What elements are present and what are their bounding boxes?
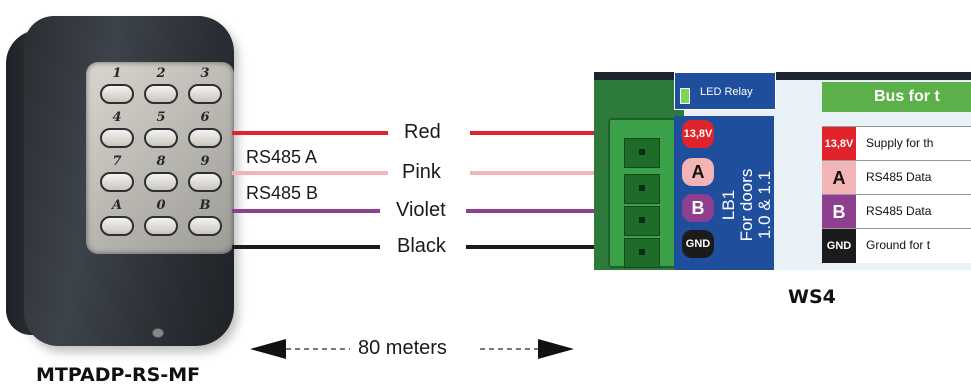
table-row: 13,8V Supply for th: [822, 126, 971, 161]
key-number-label: 5: [156, 110, 166, 125]
keypad-key[interactable]: [144, 216, 178, 236]
row-text: RS485 Data: [866, 170, 932, 184]
device-title: MTPADP-RS-MF: [36, 364, 201, 386]
connector-pin: [624, 174, 660, 204]
keypad-key[interactable]: [100, 84, 134, 104]
wire-label-violet: Violet: [396, 199, 446, 221]
doors-value: 1.0 & 1.1: [755, 170, 774, 240]
key-number-label: 4: [112, 110, 122, 125]
keypad-key[interactable]: [188, 216, 222, 236]
screw-icon: [152, 328, 164, 338]
row-text: Ground for t: [866, 238, 931, 252]
arrow-left-icon: [250, 339, 286, 359]
keypad-key[interactable]: [188, 84, 222, 104]
keypad-key[interactable]: [144, 128, 178, 148]
lb1-label-group: LB1 For doors 1.0 & 1.1: [719, 130, 774, 270]
key-number-label: 3: [200, 66, 210, 81]
pcb-top-strip: [594, 72, 971, 80]
signal-label-b: RS485 B: [246, 183, 319, 203]
table-row: B RS485 Data: [822, 194, 971, 229]
key-number-label: 8: [156, 154, 166, 169]
bus-table-title: Bus for t: [822, 82, 971, 112]
lb1-box: LB1 For doors 1.0 & 1.1: [719, 116, 774, 266]
terminal-badge-a: A: [682, 158, 714, 186]
row-text: Supply for th: [866, 136, 934, 150]
arrow-right-icon: [538, 339, 574, 359]
row-badge-gnd: GND: [822, 229, 856, 263]
table-row: A RS485 Data: [822, 160, 971, 195]
board-title: WS4: [788, 286, 836, 308]
keypad-key[interactable]: [100, 172, 134, 192]
key-number-label: 0: [156, 198, 166, 213]
connector-pin: [624, 138, 660, 168]
key-number-label: 6: [200, 110, 210, 125]
keypad-key[interactable]: [100, 216, 134, 236]
terminal-badge-gnd: GND: [682, 230, 714, 258]
bus-table: Bus for t 13,8V Supply for th A RS485 Da…: [822, 82, 971, 268]
terminal-connector: [608, 118, 678, 268]
connector-pin: [624, 238, 660, 268]
keypad-key[interactable]: [144, 84, 178, 104]
relay-label: LED Relay: [700, 86, 753, 98]
keypad-key[interactable]: [188, 128, 222, 148]
doors-label: For doors: [737, 168, 756, 242]
connector-name: LB1: [719, 189, 738, 221]
connector-pin: [624, 206, 660, 236]
keypad-key[interactable]: [100, 128, 134, 148]
row-badge-b: B: [822, 195, 856, 229]
terminal-badge-b: B: [682, 194, 714, 222]
key-number-label: 2: [156, 66, 166, 81]
keypad-key[interactable]: [188, 172, 222, 192]
relay-box: [674, 72, 776, 110]
row-badge-a: A: [822, 161, 856, 195]
table-row: GND Ground for t: [822, 228, 971, 263]
terminal-badge-power: 13,8V: [682, 120, 714, 148]
key-number-label: 9: [200, 154, 210, 169]
row-badge-power: 13,8V: [822, 127, 856, 161]
wire-label-black: Black: [397, 235, 446, 257]
distance-label: 80 meters: [358, 337, 447, 359]
led-icon: [680, 88, 690, 104]
wire-label-red: Red: [404, 121, 441, 143]
signal-label-a: RS485 A: [246, 147, 318, 167]
key-number-label: 1: [112, 66, 122, 81]
keypad-key[interactable]: [144, 172, 178, 192]
row-text: RS485 Data: [866, 204, 932, 218]
key-number-label: A: [111, 198, 123, 213]
key-number-label: B: [199, 198, 211, 213]
wire-label-pink: Pink: [402, 161, 441, 183]
ws4-board: LED Relay 13,8V A B GND LB1 For doors 1.…: [594, 72, 971, 270]
key-number-label: 7: [112, 154, 122, 169]
